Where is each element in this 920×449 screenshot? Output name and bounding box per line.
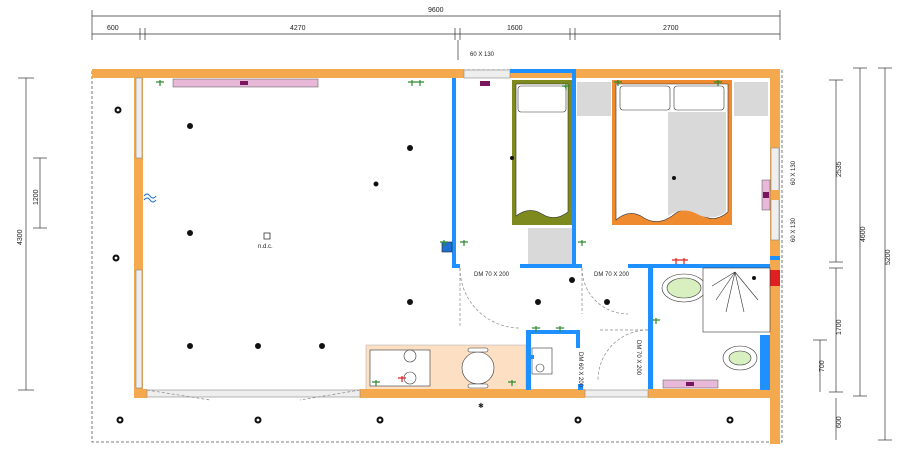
dim-total-width: 9600 <box>428 7 444 14</box>
electrical-points <box>112 106 756 424</box>
heater <box>770 270 780 286</box>
storage-grey-3 <box>734 82 768 116</box>
dining-set <box>369 347 495 389</box>
wardrobe-handles <box>240 81 769 386</box>
left-dimensions <box>18 77 47 391</box>
dim-seg-3: 1600 <box>507 25 523 32</box>
bed-double <box>612 80 732 225</box>
storage-grey-2 <box>577 82 611 116</box>
label-right-window-1: 60 X 130 <box>791 160 797 185</box>
dim-seg-1: 600 <box>107 25 119 32</box>
sink-unit <box>530 347 553 375</box>
right-dimensions <box>813 67 892 441</box>
dim-right-bottom: 600 <box>836 416 843 428</box>
top-dimensions <box>91 10 781 60</box>
heating-markers <box>143 193 157 203</box>
dim-left-mid: 1200 <box>33 189 40 205</box>
interior-partitions <box>452 69 780 390</box>
label-right-window-2: 60 X 130 <box>791 217 797 242</box>
window-frame-left <box>134 160 143 245</box>
window-frame-right <box>770 190 780 200</box>
dim-seg-4: 2700 <box>663 25 679 32</box>
pdc-box <box>263 232 271 240</box>
label-door-1: DM 70 X 200 <box>474 272 510 278</box>
socket-markers <box>156 80 722 386</box>
entrance-marker: ✱ <box>478 402 484 410</box>
red-markers <box>398 258 688 382</box>
bed-single <box>512 80 572 225</box>
dim-right-mid: 1700 <box>836 319 843 335</box>
label-pdc: n.d.c. <box>258 244 273 250</box>
dim-right-upper: 4600 <box>860 226 867 242</box>
dim-right-total: 5200 <box>885 249 892 265</box>
label-door-3: DM 70 X 200 <box>635 340 641 376</box>
dim-right-low: 700 <box>819 360 826 372</box>
dim-right-top: 2535 <box>836 161 843 177</box>
label-top-window: 60 X 130 <box>470 52 495 58</box>
dim-seg-2: 4270 <box>290 25 306 32</box>
bathroom-fixtures <box>661 267 771 371</box>
label-door-4: DM 60 X 200 <box>577 352 583 388</box>
label-door-2: DM 70 X 200 <box>594 272 630 278</box>
storage-grey-1 <box>528 228 572 264</box>
dim-left-total: 4300 <box>17 229 24 245</box>
